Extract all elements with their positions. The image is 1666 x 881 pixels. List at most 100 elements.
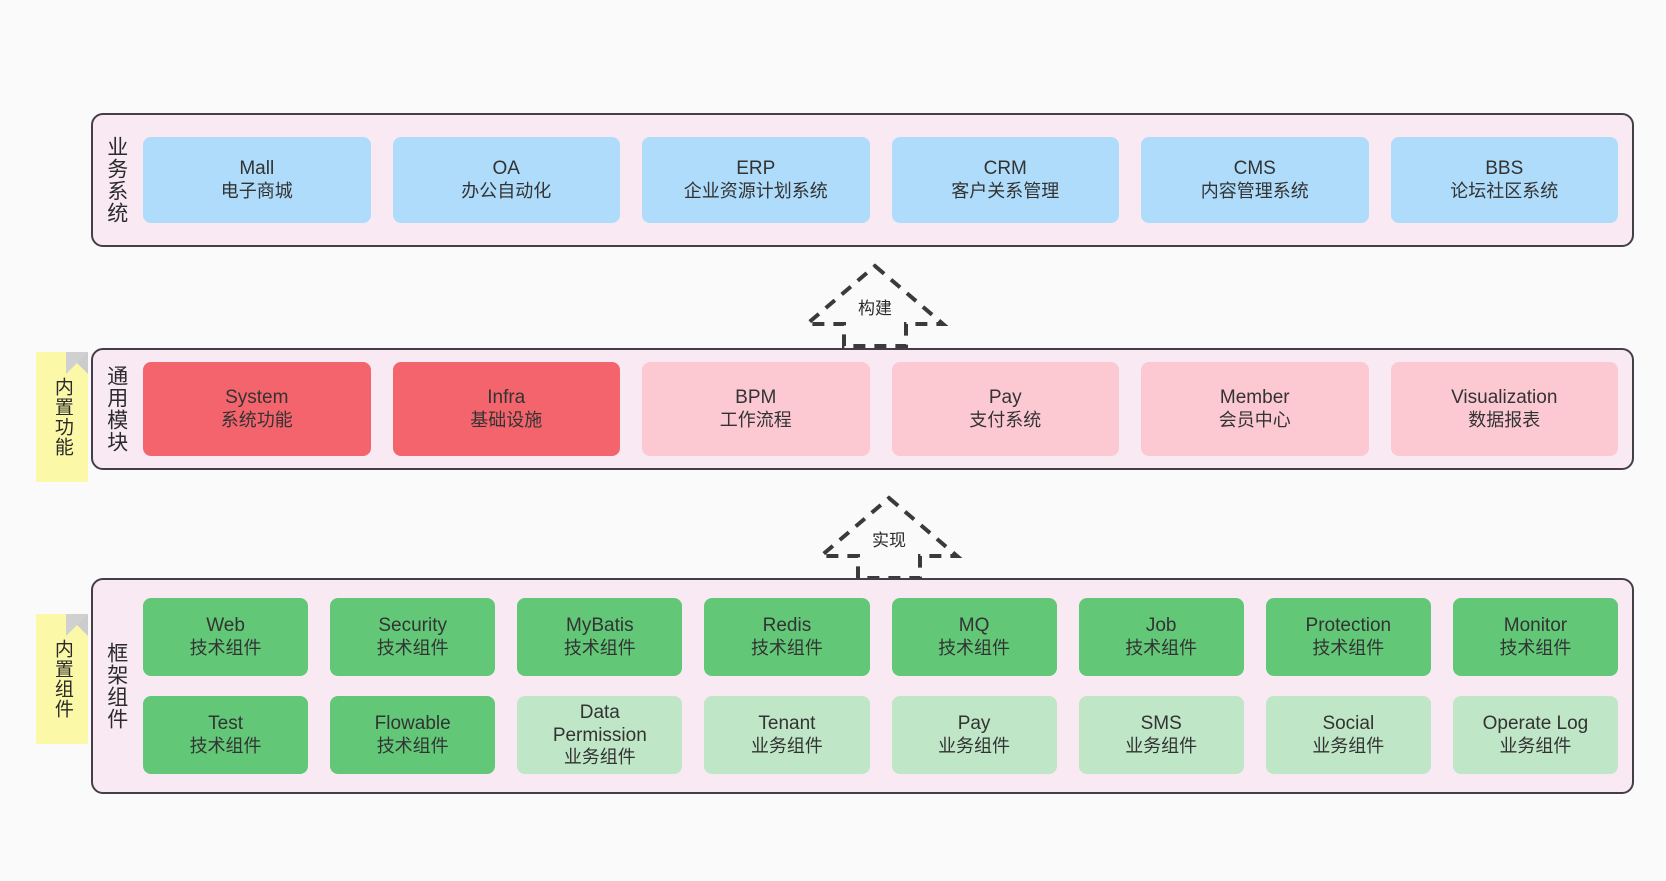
module-box-pay[interactable]: Pay 支付系统 (891, 362, 1119, 456)
layer-common-module: 通用模块 System 系统功能 Infra 基础设施 BPM 工作流程 Pay… (91, 348, 1634, 470)
layer-business-system: 业务系统 Mall 电子商城 OA 办公自动化 ERP 企业资源计划系统 CRM… (91, 113, 1634, 247)
module-box-title: Member (1219, 387, 1290, 409)
note-label: 内置组件 (51, 639, 73, 719)
component-box-subtitle: 技术组件 (750, 637, 823, 658)
module-row-tech: Web 技术组件 Security 技术组件 MyBatis 技术组件 Redi… (143, 598, 1618, 676)
component-box-title: Job (1145, 615, 1177, 637)
component-box-subtitle: 业务组件 (563, 747, 636, 768)
component-box-test[interactable]: Test 技术组件 (143, 696, 309, 774)
module-box-title: ERP (736, 158, 776, 180)
component-box-mq[interactable]: MQ 技术组件 (891, 598, 1057, 676)
note-fold-corner (66, 352, 88, 374)
component-box-title: Test (208, 713, 243, 735)
layer-body-framework-component: Web 技术组件 Security 技术组件 MyBatis 技术组件 Redi… (139, 580, 1632, 792)
module-box-subtitle: 办公自动化 (461, 180, 552, 201)
module-box-visualization[interactable]: Visualization 数据报表 (1390, 362, 1618, 456)
component-box-title: Redis (762, 615, 812, 637)
module-box-subtitle: 电子商城 (220, 180, 293, 201)
module-box-title: Visualization (1451, 387, 1558, 409)
component-box-subtitle: 业务组件 (750, 735, 823, 756)
component-box-title: Data Permission (552, 701, 647, 747)
component-box-pay[interactable]: Pay 业务组件 (891, 696, 1057, 774)
layer-body-business-system: Mall 电子商城 OA 办公自动化 ERP 企业资源计划系统 CRM 客户关系… (139, 115, 1632, 245)
module-box-member[interactable]: Member 会员中心 (1141, 362, 1369, 456)
component-box-flowable[interactable]: Flowable 技术组件 (330, 696, 496, 774)
component-box-subtitle: 技术组件 (189, 735, 262, 756)
module-box-subtitle: 企业资源计划系统 (683, 180, 828, 201)
layer-title-common-module: 通用模块 (104, 365, 128, 453)
component-box-subtitle: 业务组件 (1125, 735, 1198, 756)
component-box-title: MyBatis (566, 615, 634, 637)
component-box-title: Social (1322, 713, 1375, 735)
component-box-subtitle: 技术组件 (376, 735, 449, 756)
module-box-subtitle: 会员中心 (1218, 409, 1291, 430)
module-box-title: BPM (735, 387, 777, 409)
arrow-build: 构建 (800, 262, 950, 348)
component-box-web[interactable]: Web 技术组件 (143, 598, 309, 676)
layer-body-common-module: System 系统功能 Infra 基础设施 BPM 工作流程 Pay 支付系统… (139, 350, 1632, 468)
module-box-title: CRM (983, 158, 1027, 180)
module-box-bpm[interactable]: BPM 工作流程 (642, 362, 870, 456)
note-builtin-component: 内置组件 (36, 614, 88, 744)
module-box-title: OA (492, 158, 520, 180)
component-box-job[interactable]: Job 技术组件 (1078, 598, 1244, 676)
module-box-subtitle: 数据报表 (1468, 409, 1541, 430)
component-box-title: Flowable (374, 713, 451, 735)
component-box-social[interactable]: Social 业务组件 (1265, 696, 1431, 774)
component-box-title: SMS (1140, 713, 1182, 735)
component-box-title: Operate Log (1482, 713, 1589, 735)
arrow-build-label: 构建 (858, 299, 892, 318)
module-box-cms[interactable]: CMS 内容管理系统 (1141, 137, 1369, 223)
module-box-subtitle: 客户关系管理 (951, 180, 1060, 201)
component-box-title: Web (206, 615, 245, 637)
component-box-sms[interactable]: SMS 业务组件 (1078, 696, 1244, 774)
component-box-security[interactable]: Security 技术组件 (330, 598, 496, 676)
module-box-subtitle: 论坛社区系统 (1450, 180, 1559, 201)
module-row-business: Test 技术组件 Flowable 技术组件 Data Permission … (143, 696, 1618, 774)
module-box-title: CMS (1233, 158, 1276, 180)
component-box-mybatis[interactable]: MyBatis 技术组件 (517, 598, 683, 676)
component-box-tenant[interactable]: Tenant 业务组件 (704, 696, 870, 774)
component-box-monitor[interactable]: Monitor 技术组件 (1452, 598, 1618, 676)
module-box-title: Pay (988, 387, 1022, 409)
note-label: 内置功能 (51, 377, 73, 457)
module-box-system[interactable]: System 系统功能 (143, 362, 371, 456)
component-box-title: Protection (1305, 615, 1392, 637)
module-box-mall[interactable]: Mall 电子商城 (143, 137, 371, 223)
component-box-subtitle: 技术组件 (938, 637, 1011, 658)
component-box-operate-log[interactable]: Operate Log 业务组件 (1452, 696, 1618, 774)
component-box-title: MQ (958, 615, 990, 637)
module-box-bbs[interactable]: BBS 论坛社区系统 (1390, 137, 1618, 223)
component-box-title: Pay (957, 713, 991, 735)
component-box-subtitle: 技术组件 (563, 637, 636, 658)
note-builtin-feature: 内置功能 (36, 352, 88, 482)
component-box-title: Security (378, 615, 447, 637)
module-box-subtitle: 内容管理系统 (1200, 180, 1309, 201)
module-box-crm[interactable]: CRM 客户关系管理 (891, 137, 1119, 223)
module-box-oa[interactable]: OA 办公自动化 (392, 137, 620, 223)
module-box-subtitle: 基础设施 (470, 409, 543, 430)
module-box-erp[interactable]: ERP 企业资源计划系统 (642, 137, 870, 223)
module-row: Mall 电子商城 OA 办公自动化 ERP 企业资源计划系统 CRM 客户关系… (143, 137, 1618, 223)
component-box-title: Tenant (758, 713, 816, 735)
layer-framework-component: 框架组件 Web 技术组件 Security 技术组件 MyBatis 技术组件… (91, 578, 1634, 794)
component-box-data-permission[interactable]: Data Permission 业务组件 (517, 696, 683, 774)
layer-title-business-system: 业务系统 (104, 136, 128, 224)
component-box-subtitle: 业务组件 (1499, 735, 1572, 756)
component-box-subtitle: 技术组件 (1499, 637, 1572, 658)
component-box-redis[interactable]: Redis 技术组件 (704, 598, 870, 676)
component-box-subtitle: 业务组件 (938, 735, 1011, 756)
module-box-title: System (225, 387, 289, 409)
module-box-title: Infra (487, 387, 526, 409)
module-box-subtitle: 系统功能 (220, 409, 293, 430)
module-box-title: Mall (239, 158, 275, 180)
arrow-implement: 实现 (814, 494, 964, 580)
component-box-protection[interactable]: Protection 技术组件 (1265, 598, 1431, 676)
layer-title-framework-component: 框架组件 (104, 642, 128, 730)
module-box-subtitle: 支付系统 (969, 409, 1042, 430)
module-box-title: BBS (1485, 158, 1524, 180)
module-box-subtitle: 工作流程 (719, 409, 792, 430)
module-box-infra[interactable]: Infra 基础设施 (392, 362, 620, 456)
component-box-subtitle: 业务组件 (1312, 735, 1385, 756)
